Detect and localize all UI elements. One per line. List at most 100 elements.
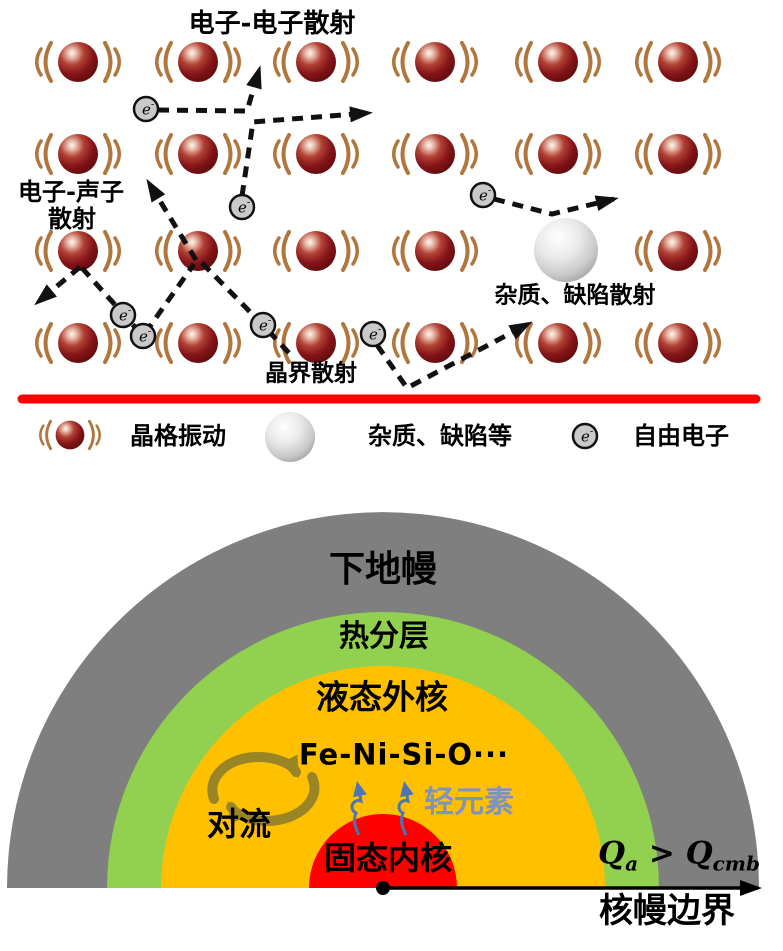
vibration-arc [713,47,721,77]
atom-sphere [538,42,578,82]
free-electron: e- [132,95,160,123]
lattice-atom [35,322,121,364]
vibration-arc [163,41,173,83]
lattice-atom [273,322,359,364]
convection-arrow [226,772,320,827]
free-electron: e- [129,322,157,350]
lattice-atom [35,41,121,83]
vibration-arc [233,328,241,358]
vibration-arc [583,133,593,175]
vibration-arc [470,236,478,266]
lattice-atom [273,41,359,83]
atom-sphere [296,323,336,363]
grain-boundary-path [374,321,533,392]
legend-lattice-vibration-icon [39,419,101,451]
lattice-atom [635,133,721,175]
vibration-arc [460,230,470,272]
vibration-arc [523,133,533,175]
legend-impurity-sphere-icon [265,412,315,462]
impurity-sphere [534,218,598,282]
label-liquid-outer-core: 液态外核 [316,677,448,717]
atom-sphere [658,134,698,174]
label-impurity-defect-scattering: 杂质、缺陷散射 [494,282,656,309]
vibration-arc [470,139,478,169]
vibration-arc [643,41,653,83]
lattice-atom [392,322,478,364]
electron-circle [469,181,497,209]
phonon-arrow-upleft [146,178,199,262]
vibration-arc [113,139,121,169]
atom-sphere [178,323,218,363]
free-electron: e- [359,320,387,348]
convection-arrow [207,751,301,804]
vibration-arc [703,322,713,364]
label-convection: 对流 [206,805,272,843]
vibration-arc [643,133,653,175]
vibration-arc [233,236,241,266]
vibration-arc [341,133,351,175]
vibration-arc [515,328,523,358]
vibration-arc [392,328,400,358]
vibration-arc [523,322,533,364]
atom-sphere [538,323,578,363]
atom-sphere [415,42,455,82]
vibration-arc [351,328,359,358]
legend-label-lattice-vibration: 晶格振动 [130,422,226,450]
lattice-atom [35,133,121,175]
label-light-elements: 轻元素 [424,785,514,820]
vibration-arc [155,328,163,358]
vibration-arc [35,236,43,266]
vibration-arc [635,47,643,77]
lattice-atom [392,133,478,175]
vibration-arc [523,41,533,83]
vibration-arc [35,139,43,169]
cmb-origin-dot [376,881,390,895]
vibration-arc [273,328,281,358]
label-electron-phonon-scattering-line1: 电子-声子 [18,178,124,206]
vibration-arc [155,236,163,266]
vibration-arc [163,230,173,272]
free-electron: e- [109,301,137,329]
vibration-arc [103,41,113,83]
impurity-path [493,195,619,217]
vibration-arc [392,139,400,169]
vibration-arc [643,230,653,272]
light-element-arrow [397,781,414,836]
lattice-atom [392,41,478,83]
label-electron-phonon-scattering-line2: 散射 [48,205,96,233]
vibration-arc [703,133,713,175]
vibration-arc [470,47,478,77]
vibration-arc [273,47,281,77]
lattice-atom [155,133,241,175]
vibration-arc [341,230,351,272]
vibration-arc [713,139,721,169]
vibration-arc [113,328,121,358]
vibration-arc [233,47,241,77]
atom-sphere [58,231,98,271]
vibration-arc [392,47,400,77]
lattice-atom [635,230,721,272]
vibration-arc [703,230,713,272]
atom-sphere [296,134,336,174]
atom-sphere [538,134,578,174]
lattice-atom [273,133,359,175]
atom-sphere [58,42,98,82]
electron-circle [129,322,157,350]
vibration-arc [400,133,410,175]
vibration-arc [163,322,173,364]
legend-label-impurity-defect: 杂质、缺陷等 [368,422,512,450]
vibration-arc [155,47,163,77]
vibration-arc [515,47,523,77]
vibration-arc [460,133,470,175]
vibration-arc [460,41,470,83]
electron-circle [359,320,387,348]
vibration-arc [593,47,601,77]
vibration-arc [95,424,101,446]
electron-circle [571,422,599,450]
legend-free-electron-icon: e- [571,422,599,450]
vibration-arc [593,139,601,169]
vibration-arc [223,230,233,272]
vibration-arc [583,41,593,83]
vibration-arc [470,328,478,358]
vibration-arc [635,236,643,266]
